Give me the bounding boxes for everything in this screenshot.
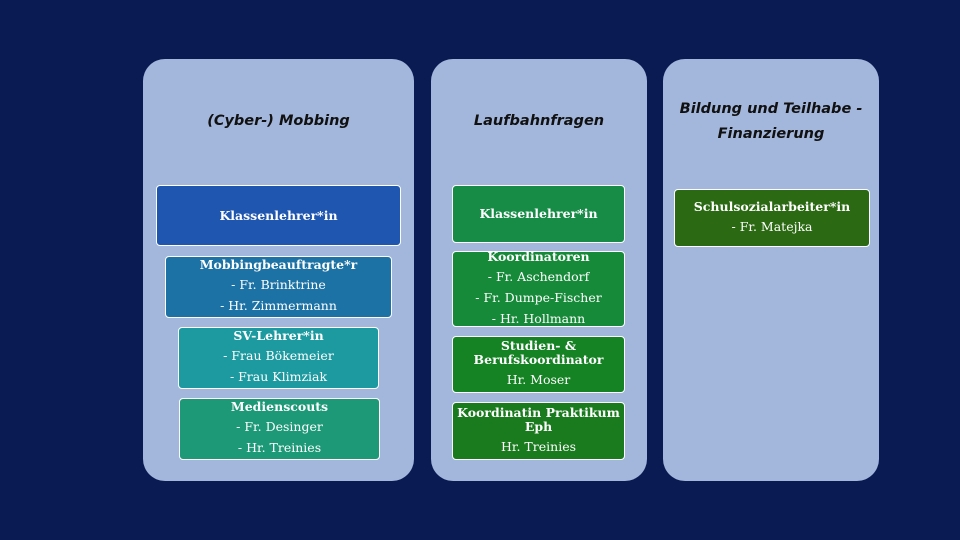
box-line: - Fr. Dumpe-Fischer (475, 289, 602, 305)
box-line: - Fr. Desinger (236, 419, 323, 434)
panel-title: Laufbahnfragen (473, 113, 605, 129)
box-line: - Hr. Hollmann (491, 310, 586, 326)
box-heading: Mobbingbeauftragte*r (199, 257, 358, 272)
box-heading: SV-Lehrer*in (233, 328, 324, 343)
box-line: Hr. Treinies (500, 438, 577, 454)
box-line: - Frau Bökemeier (223, 348, 334, 363)
box-klassenlehrer-laufbahn: Klassenlehrer*in (452, 185, 625, 243)
box-schulsozialarbeiter: Schulsozialarbeiter*in - Fr. Matejka (674, 189, 870, 247)
box-mobbingbeauftragte: Mobbingbeauftragte*r - Fr. Brinktrine - … (165, 256, 392, 318)
panel-title: Bildung und Teilhabe - Finanzierung (679, 101, 863, 142)
box-sv-lehrer: SV-Lehrer*in - Frau Bökemeier - Frau Kli… (178, 327, 379, 389)
box-studien-berufskoordinator: Studien- & Berufskoordinator Hr. Moser (452, 336, 625, 393)
box-koordinatin-praktikum: Koordinatin Praktikum Eph Hr. Treinies (452, 402, 625, 460)
box-line: - Fr. Aschendorf (487, 268, 590, 284)
box-klassenlehrer-mobbing: Klassenlehrer*in (156, 185, 401, 246)
box-line: - Hr. Treinies (237, 440, 322, 455)
panel-title: (Cyber-) Mobbing (207, 113, 350, 129)
box-line: - Fr. Matejka (731, 218, 813, 234)
box-line: - Frau Klimziak (229, 369, 328, 384)
panel-bildung-teilhabe: Bildung und Teilhabe - Finanzierung (663, 59, 879, 481)
box-line: - Hr. Zimmermann (220, 298, 337, 313)
box-medienscouts: Medienscouts - Fr. Desinger - Hr. Treini… (179, 398, 380, 460)
box-heading: Schulsozialarbeiter*in (693, 198, 851, 214)
box-heading: Studien- & Berufskoordinator (473, 338, 604, 367)
box-heading: Koordinatin Praktikum Eph (457, 404, 620, 434)
box-line: Hr. Moser (506, 372, 571, 387)
box-line: - Fr. Brinktrine (231, 277, 326, 292)
box-heading: Koordinatoren (487, 248, 590, 264)
box-heading: Klassenlehrer*in (219, 207, 338, 223)
box-koordinatoren: Koordinatoren - Fr. Aschendorf - Fr. Dum… (452, 248, 625, 327)
box-heading: Medienscouts (230, 399, 329, 414)
box-heading: Klassenlehrer*in (479, 206, 598, 221)
